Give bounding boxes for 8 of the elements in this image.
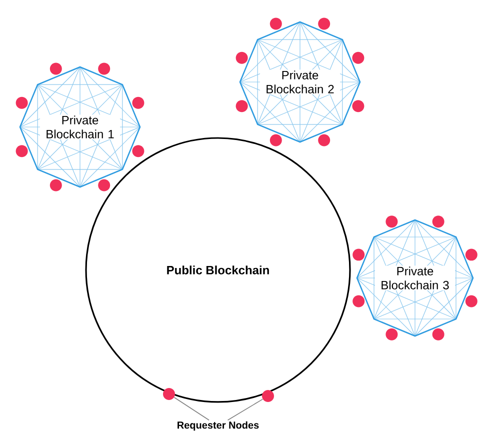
caption-text: Requester Nodes [178,421,259,431]
leader-line [174,396,210,421]
private-blockchain-drawing: Private Blockchain 2 [236,18,364,146]
leader-line [227,398,264,421]
requester-node-dot [163,388,175,400]
requester-node-dot [262,390,274,402]
private-blockchain-drawing: Private Blockchain 1 [16,62,144,192]
private-blockchain-drawing: Private Blockchain 3 [352,216,478,340]
